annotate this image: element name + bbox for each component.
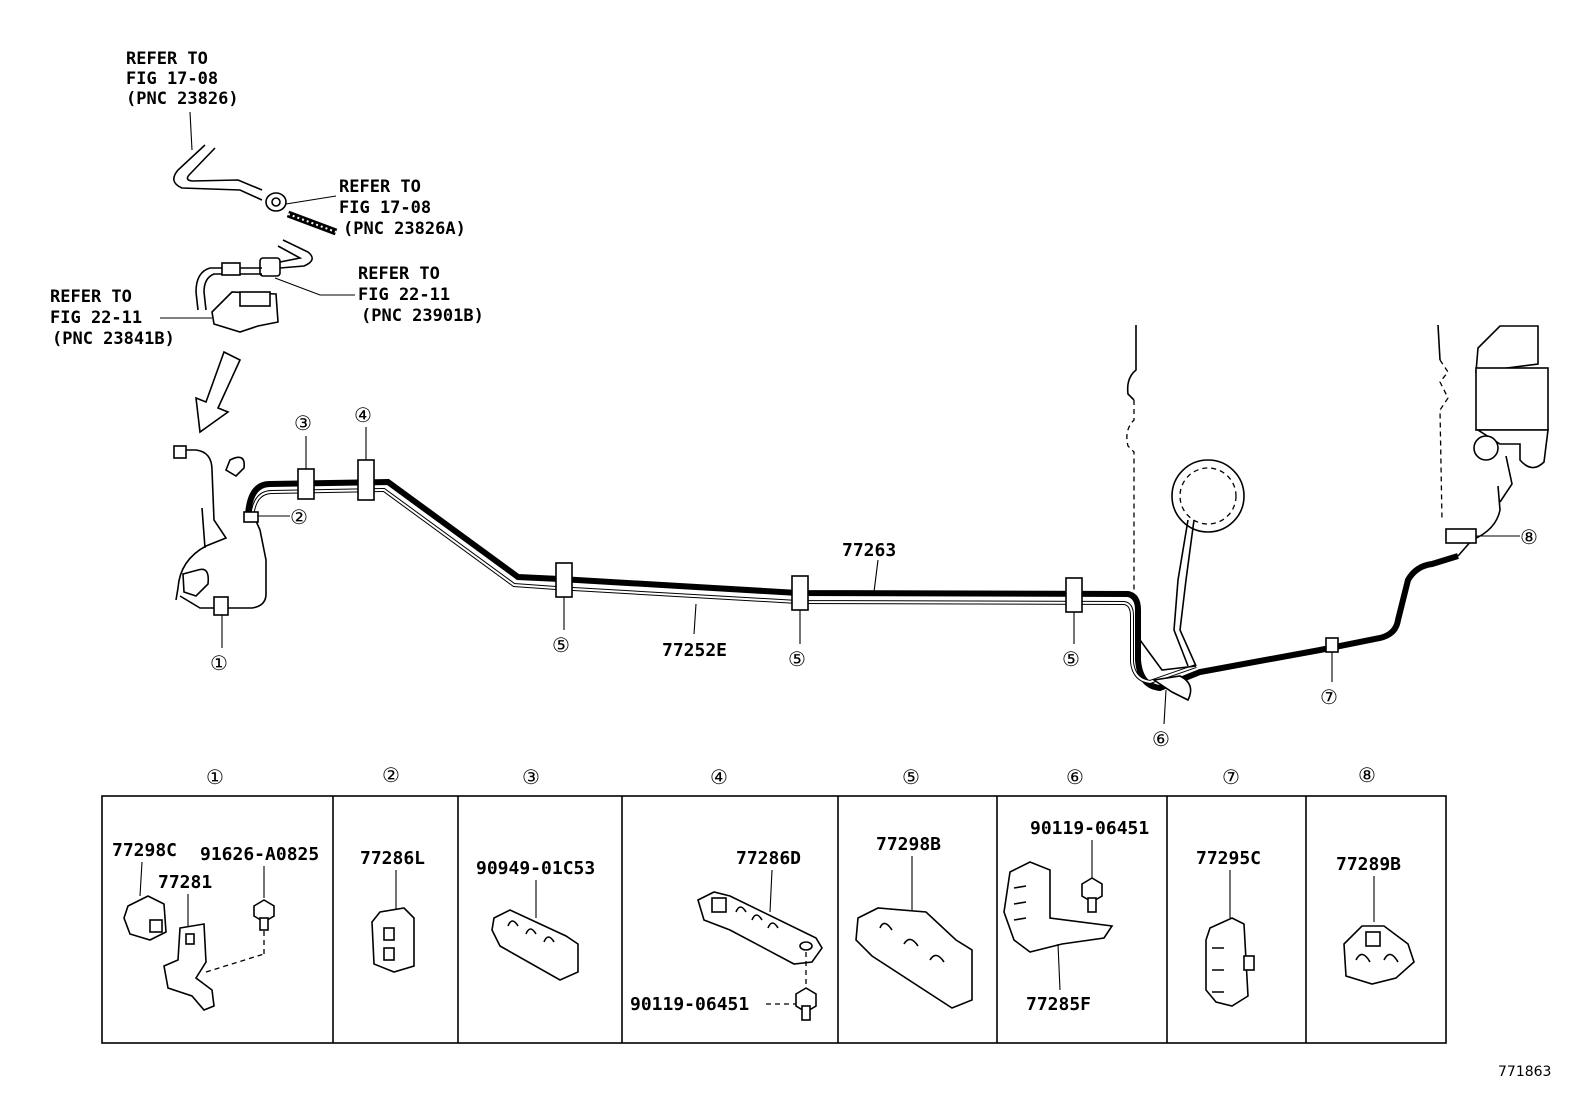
callout-8: ⑧ — [1520, 525, 1538, 549]
body-outline — [1126, 324, 1549, 596]
detail-panel-numbers: ① ② ③ ④ ⑤ ⑥ ⑦ ⑧ — [206, 763, 1376, 789]
bolt-90119-icon — [1081, 877, 1103, 913]
main-callouts: ① ② ③ ④ ⑤ ⑤ ⑤ ⑥ ⑦ ⑧ — [210, 403, 1538, 751]
part-number: 77285F — [1026, 994, 1091, 1015]
callout-4: ④ — [354, 403, 372, 427]
upper-hose-assembly — [160, 111, 355, 434]
bracket-77281-icon — [163, 923, 215, 1011]
callout-7: ⑦ — [1320, 685, 1338, 709]
part-number: 77281 — [158, 872, 212, 893]
panel-number-5: ⑤ — [902, 765, 920, 789]
clamp-77286l-icon — [371, 907, 415, 973]
clamp-77289b-icon — [1343, 925, 1415, 985]
detail-panel-8: 77289B — [1336, 854, 1415, 985]
part-number: 90949-01C53 — [476, 858, 595, 879]
refer-note-line: (PNC 23826A) — [343, 219, 466, 239]
callout-6: ⑥ — [1152, 727, 1170, 751]
callout-2: ② — [290, 505, 308, 529]
panel-number-2: ② — [382, 763, 400, 787]
clamp-77295c-icon — [1205, 917, 1255, 1007]
bracket-77285f-icon — [1003, 861, 1114, 953]
bolt-91626-icon — [253, 899, 275, 931]
panel-number-3: ③ — [522, 765, 540, 789]
detail-panel-2: 77286L — [360, 848, 425, 973]
refer-note-line: FIG 17-08 — [339, 198, 431, 218]
part-number: 77286L — [360, 848, 425, 869]
callout-3: ③ — [294, 411, 312, 435]
refer-note-line: (PNC 23901B) — [361, 306, 484, 326]
part-number: 91626-A0825 — [200, 844, 319, 865]
refer-note-22-11-23901b: REFER TO FIG 22-11 (PNC 23901B) — [358, 264, 484, 326]
refer-note-17-08-23826: REFER TO FIG 17-08 (PNC 23826) — [126, 49, 239, 109]
clamp-77298b-icon — [855, 907, 973, 1009]
bolt-90119-icon — [795, 987, 817, 1021]
direction-arrow-icon — [195, 350, 242, 434]
main-part-labels: 77263 77252E — [662, 540, 896, 661]
callout-5b: ⑤ — [788, 647, 806, 671]
callout-5a: ⑤ — [552, 633, 570, 657]
detail-panel-6: 90119-06451 77285F — [1003, 818, 1149, 1015]
detail-panel-1: 77298C 91626-A0825 77281 — [112, 840, 319, 1011]
refer-note-line: REFER TO — [358, 264, 440, 284]
panel-number-6: ⑥ — [1066, 765, 1084, 789]
clamp-77298c-icon — [123, 895, 167, 941]
panel-number-4: ④ — [710, 765, 728, 789]
panel-number-1: ① — [206, 765, 224, 789]
callout-5c: ⑤ — [1062, 647, 1080, 671]
refer-note-line: (PNC 23826) — [126, 89, 239, 109]
return-tube-part-number: 77252E — [662, 640, 727, 661]
canister-icon — [1473, 325, 1549, 503]
part-number: 77298B — [876, 834, 941, 855]
spring-clip-icon — [286, 210, 338, 236]
fuel-tube-part-number: 77263 — [842, 540, 896, 561]
callout-1: ① — [210, 651, 228, 675]
refer-note-22-11-23841b: REFER TO FIG 22-11 (PNC 23841B) — [50, 287, 175, 349]
part-number: 90119-06451 — [630, 994, 749, 1015]
detail-panel-5: 77298B — [855, 834, 973, 1009]
refer-note-line: (PNC 23841B) — [52, 329, 175, 349]
refer-note-line: FIG 22-11 — [50, 308, 142, 328]
detail-panel-7: 77295C — [1196, 848, 1261, 1007]
part-number: 77286D — [736, 848, 801, 869]
detail-panel-3: 90949-01C53 — [476, 858, 595, 981]
detail-panel-4: 77286D 90119-06451 — [630, 848, 823, 1021]
part-number: 77298C — [112, 840, 177, 861]
refer-note-line: FIG 22-11 — [358, 285, 450, 305]
part-number: 90119-06451 — [1030, 818, 1149, 839]
panel-number-8: ⑧ — [1358, 763, 1376, 787]
detail-table — [101, 795, 1447, 1044]
refer-note-line: REFER TO — [126, 49, 208, 69]
part-number: 77295C — [1196, 848, 1261, 869]
clamp-77286d-icon — [697, 891, 823, 965]
refer-note-line: REFER TO — [339, 177, 421, 197]
panel-number-7: ⑦ — [1222, 765, 1240, 789]
clamp-90949-icon — [491, 909, 579, 981]
fuel-tube-routing — [173, 445, 1501, 702]
part-number: 77289B — [1336, 854, 1401, 875]
refer-note-line: REFER TO — [50, 287, 132, 307]
refer-note-17-08-23826a: REFER TO FIG 17-08 (PNC 23826A) — [339, 177, 466, 239]
refer-note-line: FIG 17-08 — [126, 69, 218, 89]
figure-id: 771863 — [1498, 1064, 1551, 1080]
